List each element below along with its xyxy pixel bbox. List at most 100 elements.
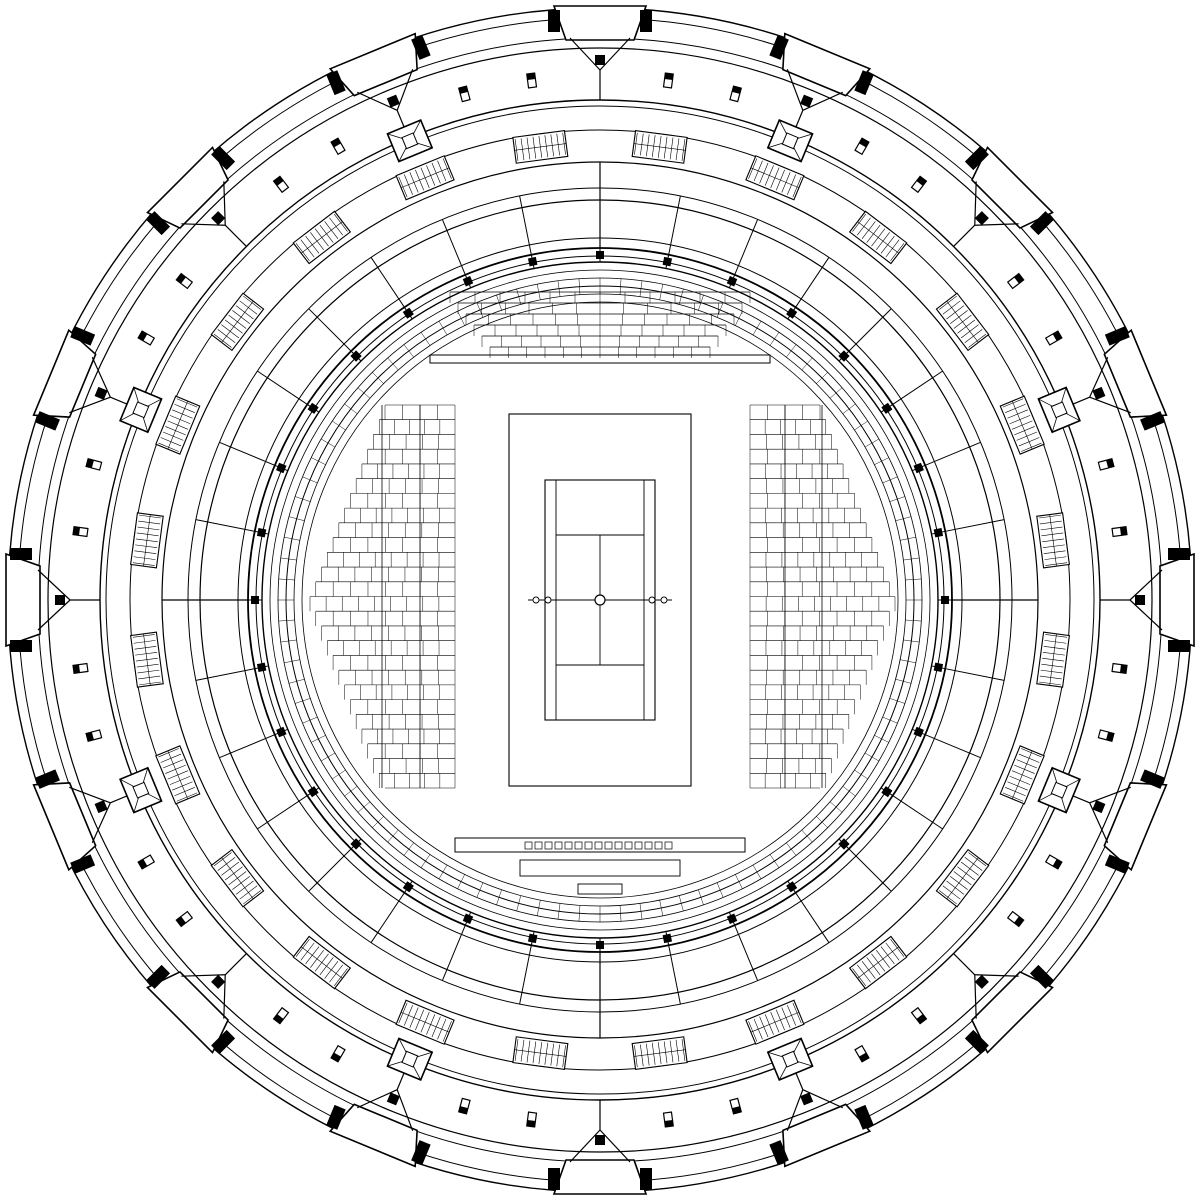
landing xyxy=(400,167,450,189)
facade-post xyxy=(854,137,870,156)
south-media-seat xyxy=(544,841,553,850)
bowl-aisle xyxy=(457,874,465,889)
radial-frame xyxy=(912,728,981,759)
landing xyxy=(514,1049,567,1057)
post-cap xyxy=(331,138,341,148)
facade-post xyxy=(1111,526,1128,538)
south-media-seat xyxy=(594,841,603,850)
bowl-aisle xyxy=(516,288,522,305)
concourse-room xyxy=(512,130,569,164)
facade-post xyxy=(1097,457,1115,471)
bowl-aisle xyxy=(639,903,643,920)
bowl-aisle xyxy=(905,619,922,622)
pier-cap xyxy=(326,1104,346,1130)
south-entry xyxy=(577,883,623,895)
umpire-chair-marker xyxy=(594,594,606,606)
facade-post xyxy=(272,1006,290,1025)
bowl-aisle xyxy=(678,288,684,305)
bowl-aisle xyxy=(387,357,399,371)
bowl-aisle xyxy=(295,698,311,704)
bowl-aisle xyxy=(874,735,889,743)
facade-brace xyxy=(953,224,976,247)
concourse-room xyxy=(130,512,164,569)
outer-column xyxy=(1061,769,1168,874)
bowl-aisle xyxy=(476,882,484,898)
frame-column xyxy=(913,726,924,738)
bowl-aisle xyxy=(854,420,868,431)
frame-column xyxy=(527,256,538,267)
bowl-aisle xyxy=(344,403,358,414)
concourse-room xyxy=(395,999,455,1045)
net-post-marker xyxy=(532,596,540,604)
post-cap xyxy=(664,73,674,81)
facade-post xyxy=(1006,272,1025,290)
facade-pier xyxy=(5,552,41,648)
column-node xyxy=(1092,386,1106,400)
stair-tower xyxy=(386,119,434,163)
radial-frame xyxy=(728,912,759,981)
post-cap xyxy=(1052,331,1062,341)
bowl-aisle xyxy=(842,786,856,797)
radial-frame xyxy=(787,880,830,943)
facade-post xyxy=(662,72,674,89)
tower-core xyxy=(781,132,799,150)
south-media-seat xyxy=(584,841,593,850)
radial-frame xyxy=(787,257,830,320)
bowl-aisle xyxy=(311,735,326,743)
facade-post xyxy=(1044,854,1063,870)
radial-frame xyxy=(257,787,320,830)
facade-post xyxy=(729,85,743,103)
bowl-aisle xyxy=(659,900,664,916)
radial-frame xyxy=(838,838,892,892)
net-post-marker xyxy=(660,596,668,604)
facade-post xyxy=(85,457,103,471)
tower-core xyxy=(781,1050,799,1068)
pier-cap xyxy=(964,146,989,171)
facade-pier xyxy=(328,1103,418,1168)
radial-frame xyxy=(912,441,981,472)
stair-tower xyxy=(119,386,163,434)
pier-cap xyxy=(1029,211,1054,236)
concourse-room xyxy=(999,395,1045,455)
post-cap xyxy=(86,732,94,742)
pier-cap xyxy=(1140,769,1165,789)
bowl-aisle xyxy=(321,438,336,448)
south-media-seat xyxy=(524,841,533,850)
south-media-seat xyxy=(604,841,613,850)
frame-column xyxy=(838,350,850,362)
tower-core xyxy=(401,132,419,150)
post-cap xyxy=(1052,859,1062,869)
outer-column xyxy=(146,953,247,1054)
column-node xyxy=(386,94,400,108)
facade-pier xyxy=(970,970,1054,1054)
end-seating-stands xyxy=(429,291,771,895)
frame-column xyxy=(933,527,944,538)
column-node xyxy=(94,800,108,814)
landing xyxy=(857,221,900,254)
bowl-aisle xyxy=(420,854,431,868)
radial-frame xyxy=(519,195,535,269)
column-node xyxy=(1092,800,1106,814)
concourse-rooms xyxy=(119,119,1081,1081)
post-cap xyxy=(1106,458,1114,468)
post-cap xyxy=(273,1014,284,1024)
outer-column xyxy=(1061,326,1168,431)
bowl-aisle xyxy=(288,678,305,684)
facade-post xyxy=(457,85,471,103)
frame-column xyxy=(596,941,604,949)
stair-tower xyxy=(766,119,814,163)
tower-core xyxy=(132,781,150,799)
frame-column xyxy=(933,662,944,673)
bowl-aisle xyxy=(438,321,448,336)
landing xyxy=(1049,633,1057,686)
landing xyxy=(167,400,189,450)
pier-cap xyxy=(640,1168,652,1190)
bowl-aisle xyxy=(786,344,797,358)
bowl-aisle xyxy=(278,578,295,581)
concourse-room xyxy=(848,210,908,265)
radial-frame xyxy=(441,912,472,981)
facade-post xyxy=(72,526,89,538)
pier-cap xyxy=(10,548,32,560)
pier-cap xyxy=(35,769,60,789)
